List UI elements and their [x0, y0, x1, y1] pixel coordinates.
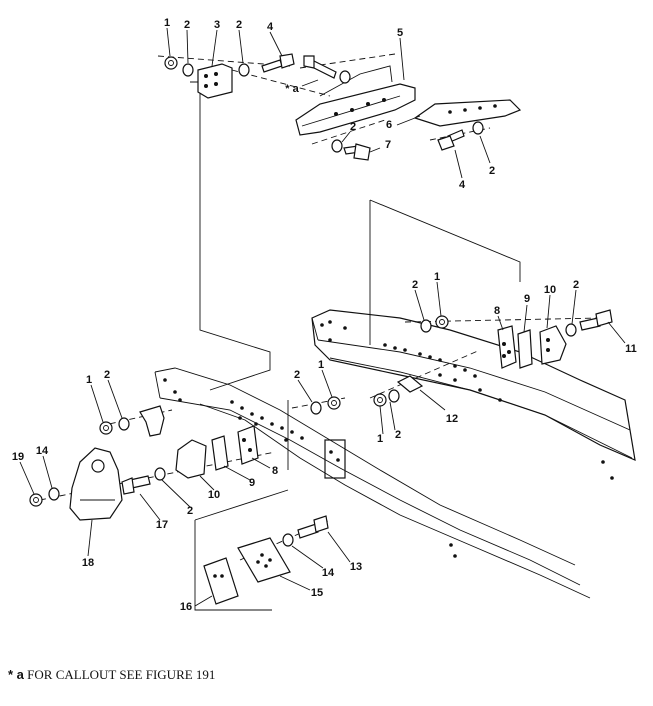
callout-4: 4 [459, 179, 466, 191]
callout-2: 2 [187, 505, 193, 517]
callout-7: 7 [385, 139, 391, 151]
callout-3: 3 [214, 19, 220, 31]
callout-15: 15 [311, 587, 323, 599]
callout-10: 10 [544, 284, 556, 296]
washer-2-b [238, 63, 250, 77]
callout-2: 2 [236, 19, 242, 31]
nut-1-left [99, 421, 113, 435]
callout-4: 4 [267, 21, 274, 33]
footnote-marker: * a [8, 667, 24, 682]
washer-2-left [118, 417, 130, 431]
callout-1: 1 [86, 374, 92, 386]
plate-8-left [237, 425, 259, 465]
bolt-4-top [261, 53, 295, 73]
nut-1-d [327, 396, 341, 410]
callout-14: 14 [322, 567, 335, 579]
plate-16 [203, 557, 239, 605]
callout-1: 1 [318, 359, 324, 371]
gusset-6 [413, 99, 522, 127]
callout-1: 1 [164, 17, 170, 29]
frame-rail-long [311, 309, 636, 480]
nut-1-b [435, 315, 449, 329]
callout-2: 2 [184, 19, 190, 31]
callout-star-a: * a [285, 83, 299, 95]
bolt-4-b [437, 129, 465, 151]
nut-1-c [373, 393, 387, 407]
washer-2-g [388, 389, 400, 403]
callout-2: 2 [489, 165, 495, 177]
callout-19: 19 [12, 451, 24, 463]
callout-5: 5 [397, 27, 403, 39]
spring-hanger-18 [69, 447, 123, 521]
washer-2-j [154, 467, 166, 481]
bracket-3 [197, 63, 233, 99]
callout-2: 2 [350, 121, 356, 133]
callouts: 1 2 3 2 4 5 * a 6 2 7 2 4 2 1 8 9 10 2 1… [12, 17, 637, 613]
bracket-12 [396, 375, 424, 393]
callout-2: 2 [104, 369, 110, 381]
callout-16: 16 [180, 601, 192, 613]
washer-14-left [48, 487, 60, 501]
bolt-13 [297, 515, 329, 539]
leader-lines [19, 27, 626, 607]
callout-8: 8 [272, 465, 278, 477]
spacer-9-right [517, 329, 533, 369]
washer-2-e [420, 319, 432, 333]
callout-9: 9 [249, 477, 255, 489]
bolt-17 [121, 475, 151, 495]
bracket-left-small [139, 405, 165, 437]
nut-1-top [164, 56, 178, 70]
callout-6: 6 [386, 119, 392, 131]
bracket-10-left [175, 439, 207, 479]
washer-2-h [310, 401, 322, 415]
nut-19 [29, 493, 43, 507]
washer-2-c [331, 139, 343, 153]
washer-2-d [472, 121, 484, 135]
crossmember-bracket-5 [295, 65, 416, 136]
callout-1: 1 [377, 433, 383, 445]
callout-1: 1 [434, 271, 440, 283]
plate-15 [237, 537, 291, 583]
callout-12: 12 [446, 413, 458, 425]
footnote-text: FOR CALLOUT SEE FIGURE 191 [23, 667, 216, 682]
callout-11: 11 [625, 343, 637, 355]
callout-2: 2 [294, 369, 300, 381]
callout-18: 18 [82, 557, 94, 569]
spacer-9-left [211, 435, 229, 471]
bolt-7 [343, 143, 371, 161]
bolt-star-a [303, 55, 351, 84]
washer-14-b [282, 533, 294, 547]
washer-2-right [565, 323, 577, 337]
callout-13: 13 [350, 561, 362, 573]
callout-10: 10 [208, 489, 220, 501]
callout-17: 17 [156, 519, 168, 531]
bolt-11 [579, 309, 613, 331]
callout-8: 8 [494, 305, 500, 317]
footnote: * a FOR CALLOUT SEE FIGURE 191 [8, 667, 215, 683]
callout-2: 2 [412, 279, 418, 291]
callout-2: 2 [573, 279, 579, 291]
callout-2: 2 [395, 429, 401, 441]
callout-14: 14 [36, 445, 49, 457]
washer-2-top [182, 63, 194, 77]
callout-9: 9 [524, 293, 530, 305]
bracket-10-right [539, 325, 567, 365]
diagram-canvas: 1 2 3 2 4 5 * a 6 2 7 2 4 2 1 8 9 10 2 1… [12, 17, 637, 613]
plate-8-right [497, 325, 517, 369]
